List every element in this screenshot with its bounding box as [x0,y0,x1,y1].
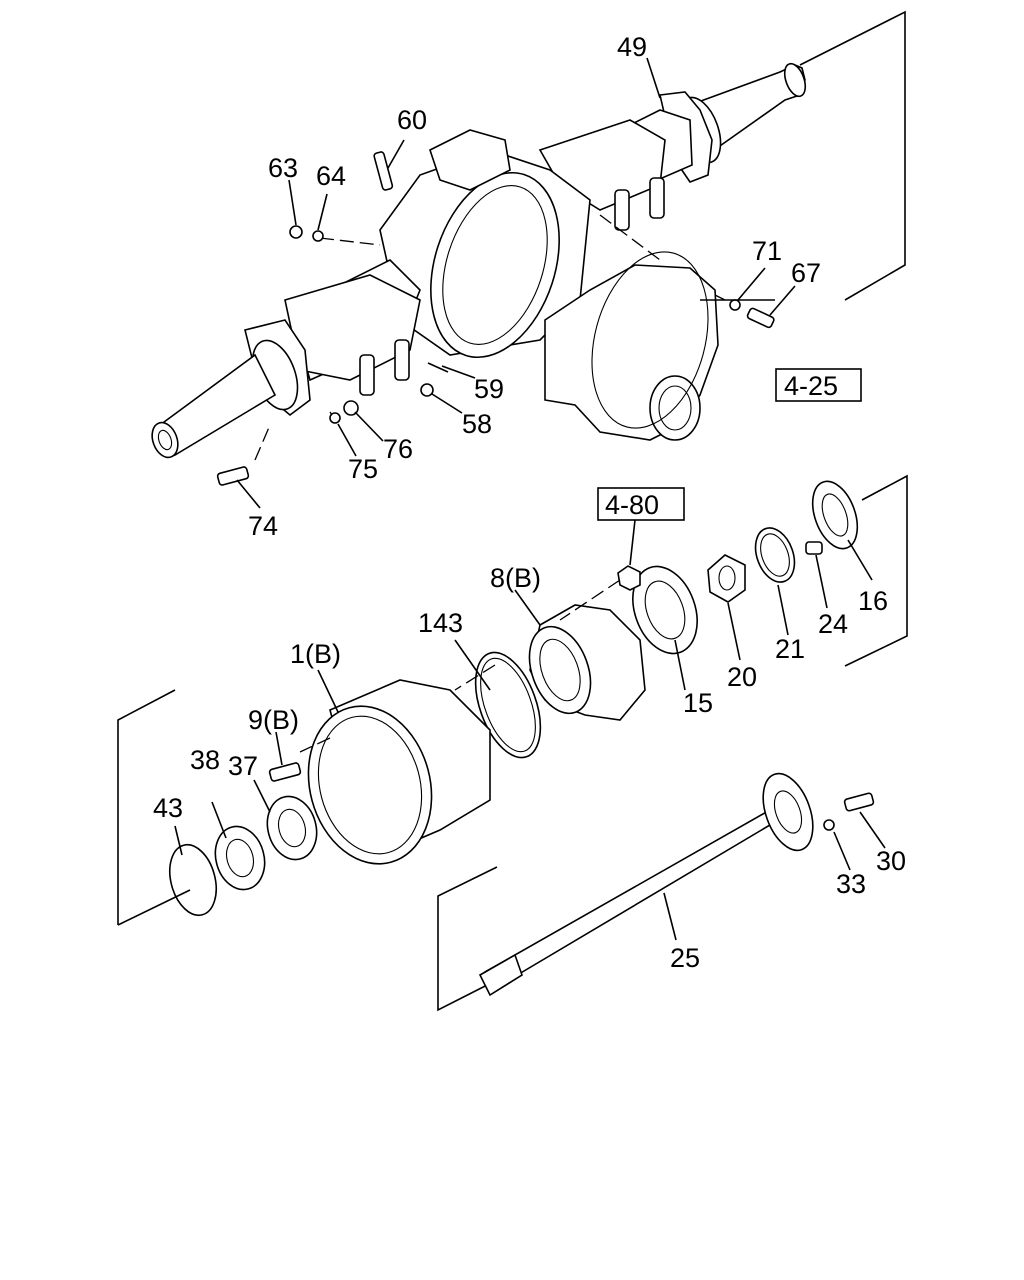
callout-143: 143 [418,608,463,638]
callout-labels: 49 60 63 64 71 67 4-25 59 58 76 75 74 4-… [153,32,906,973]
ref-4-25-box [775,368,862,402]
callout-58: 58 [462,409,492,439]
callout-49: 49 [617,32,647,62]
bolt-30 [843,792,875,812]
callout-37: 37 [228,751,258,781]
lock-washer-21 [754,527,796,583]
bolt-74 [216,466,250,486]
ref-4-25: 4-25 [784,371,838,401]
bolt-67 [746,307,775,329]
differential-carrier [544,251,719,441]
nut-63 [289,225,303,239]
nut-4-80 [617,565,641,591]
callout-71: 71 [752,236,782,266]
ring-143 [474,651,542,759]
callout-20: 20 [727,662,757,692]
callout-33: 33 [836,869,866,899]
snap-ring-43 [168,843,218,917]
callout-67: 67 [791,258,821,288]
ref-4-80-box [597,487,685,521]
callout-38: 38 [190,745,220,775]
axle-housing [151,10,906,461]
callout-75: 75 [348,454,378,484]
leaders-top [236,57,796,509]
leaders-middle [174,519,873,856]
callout-21: 21 [775,634,805,664]
nut-58 [420,383,434,397]
seal-38 [214,825,266,891]
callout-8b: 8(B) [490,563,541,593]
hub-assembly [117,474,908,926]
stud-60 [373,151,394,191]
bearing-37 [266,795,318,861]
washer-71 [729,299,741,311]
nut-76 [343,400,359,416]
callout-24: 24 [818,609,848,639]
axle-shaft-25 [437,772,886,1012]
bearing-15 [632,565,698,655]
lock-nut-20 [707,554,746,603]
callout-74: 74 [248,511,278,541]
fasteners-top [216,151,775,486]
callout-30: 30 [876,846,906,876]
callout-1b: 1(B) [290,639,341,669]
callout-76: 76 [383,434,413,464]
callout-16: 16 [858,586,888,616]
washer-33 [823,819,835,831]
washer-75 [329,412,341,424]
bolt-9b [268,762,302,782]
bolt-24 [805,541,823,555]
pin-59 [427,362,449,373]
callout-43: 43 [153,793,183,823]
callout-9b: 9(B) [248,705,299,735]
callout-15: 15 [683,688,713,718]
ref-4-80: 4-80 [605,490,659,520]
callout-60: 60 [397,105,427,135]
callout-25: 25 [670,943,700,973]
washer-64 [312,230,324,242]
callout-64: 64 [316,161,346,191]
callout-63: 63 [268,153,298,183]
callout-59: 59 [474,374,504,404]
